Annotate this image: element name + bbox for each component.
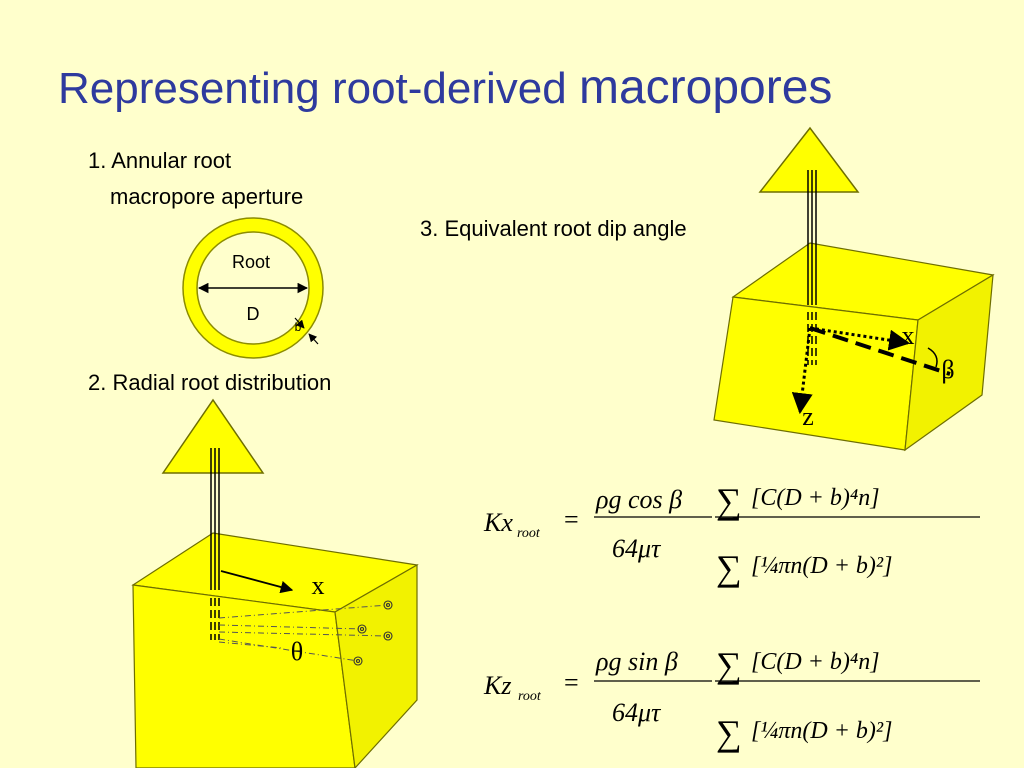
upward-triangle-marker — [161, 398, 265, 474]
kx-sum-top: ∑ — [716, 481, 742, 521]
aperture-arrow-inner — [294, 317, 305, 329]
section-1-line-1: 1. Annular root — [88, 148, 232, 173]
kz-lhs: Kz — [483, 671, 511, 700]
kx-denominator-2: [¼πn(D + b)²] — [751, 553, 892, 579]
kz-denominator-1: 64μτ — [612, 698, 662, 727]
dip-angle-figure: x z β — [713, 126, 995, 452]
kx-numerator-1: ρg cos β — [595, 485, 682, 514]
kx-lhs: Kx — [483, 508, 513, 537]
beta-label: β — [941, 355, 954, 384]
kz-sum-top: ∑ — [716, 645, 742, 685]
kx-lhs-subscript: root — [517, 526, 541, 541]
aperture-width-label: b — [295, 320, 302, 334]
kx-formula: Kx root = ρg cos β 64μτ ∑ [C(D + b)⁴n] ∑… — [483, 481, 980, 588]
root-label: Root — [232, 252, 270, 272]
page-title: Representing root-derived macropores — [58, 60, 832, 115]
radial-root-lines — [218, 604, 389, 662]
root-stem — [210, 448, 220, 640]
kz-lhs-subscript: root — [518, 689, 542, 704]
diameter-label: D — [247, 304, 260, 324]
z-direction-arrow — [791, 327, 813, 415]
x-axis-label: x — [902, 321, 915, 350]
dip-direction-line — [809, 326, 951, 376]
cube-side-face — [334, 563, 418, 768]
radial-distribution-figure: x θ — [131, 398, 419, 768]
kz-denominator-2: [¼πn(D + b)²] — [751, 718, 892, 744]
annular-aperture-figure: Root D b — [182, 217, 324, 359]
kx-sum-bottom: ∑ — [716, 548, 742, 588]
title-part-1: Representing root-derived — [58, 64, 567, 113]
section-1-line-2: macropore aperture — [110, 184, 304, 209]
kx-numerator-2: [C(D + b)⁴n] — [751, 485, 880, 511]
theta-label: θ — [291, 637, 303, 666]
x-direction-arrow — [809, 326, 911, 351]
dip-angle-arc — [927, 347, 938, 368]
title-part-2: macropores — [578, 61, 833, 114]
kz-numerator-1: ρg sin β — [595, 647, 678, 676]
kz-equals: = — [564, 668, 579, 697]
cube-front-face — [132, 584, 356, 768]
upward-triangle-marker — [758, 126, 860, 193]
kz-numerator-2: [C(D + b)⁴n] — [751, 649, 880, 675]
section-3-label: 3. Equivalent root dip angle — [420, 216, 687, 241]
x-direction-arrow — [220, 570, 294, 594]
section-2-label: 2. Radial root distribution — [88, 370, 332, 395]
root-exit-points — [353, 600, 393, 666]
kx-denominator-1: 64μτ — [612, 534, 662, 563]
kz-sum-bottom: ∑ — [716, 713, 742, 753]
kx-equals: = — [564, 505, 579, 534]
kz-formula: Kz root = ρg sin β 64μτ ∑ [C(D + b)⁴n] ∑… — [483, 645, 980, 753]
aperture-arrow-outer — [308, 333, 319, 345]
root-stem — [807, 170, 817, 365]
z-axis-label: z — [802, 402, 814, 431]
x-axis-label: x — [312, 571, 325, 600]
cube-side-face — [904, 273, 994, 452]
